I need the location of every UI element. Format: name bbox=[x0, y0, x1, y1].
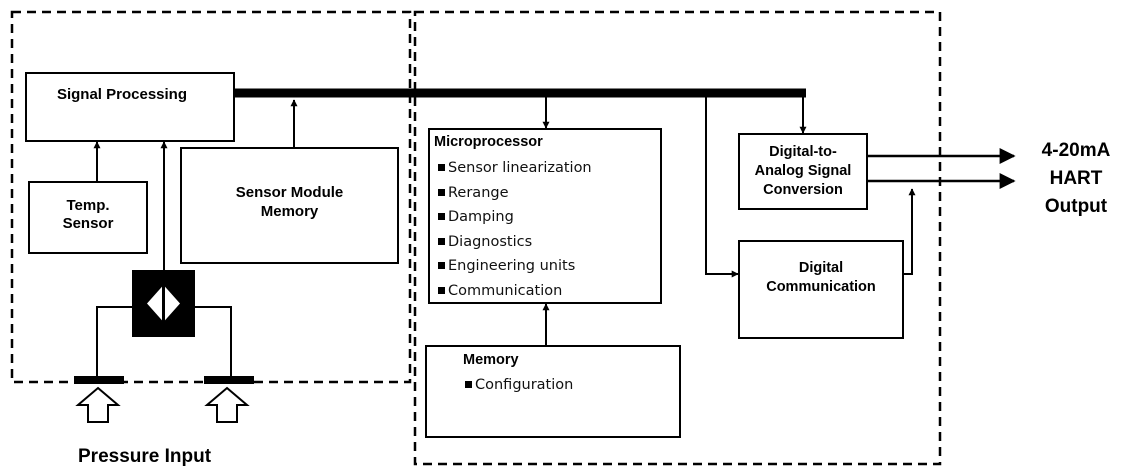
bullet-icon bbox=[438, 286, 445, 294]
signal-processing-block: Signal Processing bbox=[25, 72, 235, 142]
pressure-input-label: Pressure Input bbox=[78, 446, 212, 467]
bullet-icon bbox=[465, 381, 472, 388]
temp-sensor-label-line2: Sensor bbox=[62, 215, 114, 232]
dac-label-line2: Analog Signal bbox=[754, 163, 852, 179]
digital-communication-label-line1: Digital bbox=[798, 260, 844, 276]
digital-communication-label: Digital Communication bbox=[740, 259, 902, 297]
output-label-line1: 4-20mA bbox=[1041, 140, 1111, 161]
pressure-inlet-left-icon bbox=[75, 386, 121, 423]
list-item: Damping bbox=[438, 205, 592, 230]
list-item: Diagnostics bbox=[438, 230, 592, 255]
list-item-label: Configuration bbox=[475, 377, 574, 393]
dac-label: Digital-to- Analog Signal Conversion bbox=[740, 143, 866, 200]
output-label: 4-20mA HART Output bbox=[1024, 137, 1128, 221]
list-item-label: Sensor linearization bbox=[448, 160, 592, 176]
list-item-label: Diagnostics bbox=[448, 233, 533, 250]
output-label-line2: HART bbox=[1049, 168, 1103, 189]
list-item: Rerange bbox=[438, 181, 592, 206]
signal-processing-label: Signal Processing bbox=[56, 86, 188, 103]
temp-sensor-label: Temp. Sensor bbox=[30, 197, 146, 233]
list-item-label: Engineering units bbox=[448, 258, 576, 275]
bullet-icon bbox=[438, 237, 445, 245]
output-label-line3: Output bbox=[1044, 196, 1108, 217]
pressure-sensor-element bbox=[74, 270, 254, 384]
bullet-icon bbox=[438, 164, 445, 171]
list-item: Communication bbox=[438, 279, 592, 304]
list-item: Engineering units bbox=[438, 254, 592, 279]
list-item: Configuration bbox=[465, 373, 573, 398]
microprocessor-title: Microprocessor bbox=[434, 134, 543, 150]
list-item-label: Damping bbox=[448, 209, 514, 226]
sensor-module-memory-label: Sensor Module Memory bbox=[182, 183, 397, 221]
temp-sensor-block: Temp. Sensor bbox=[28, 181, 148, 254]
dac-label-line3: Conversion bbox=[763, 182, 843, 198]
microprocessor-block: Microprocessor Sensor linearization Rera… bbox=[428, 128, 662, 304]
digital-communication-label-line2: Communication bbox=[766, 279, 876, 295]
dac-label-line1: Digital-to- bbox=[769, 144, 837, 160]
bullet-icon bbox=[438, 262, 445, 270]
bullet-icon bbox=[438, 213, 445, 221]
memory-feature-list: Configuration bbox=[465, 373, 573, 398]
temp-sensor-label-line1: Temp. bbox=[66, 197, 110, 214]
electronics-module-boundary bbox=[413, 10, 942, 466]
microprocessor-feature-list: Sensor linearization Rerange Damping Dia… bbox=[438, 156, 592, 304]
pressure-inlet-right-icon bbox=[204, 386, 250, 423]
digital-comm-to-dac-arrow bbox=[904, 188, 916, 275]
sensor-module-memory-label-line1: Sensor Module bbox=[235, 184, 344, 201]
list-item: Sensor linearization bbox=[438, 156, 592, 181]
bullet-icon bbox=[438, 188, 445, 196]
digital-communication-block: Digital Communication bbox=[738, 240, 904, 339]
bus-to-digital-comm-arrow bbox=[705, 97, 739, 278]
sensor-module-memory-label-line2: Memory bbox=[260, 203, 319, 220]
memory-block: Memory Configuration bbox=[425, 345, 681, 438]
dac-block: Digital-to- Analog Signal Conversion bbox=[738, 133, 868, 210]
list-item-label: Communication bbox=[448, 282, 563, 299]
list-item-label: Rerange bbox=[448, 184, 509, 201]
sensor-module-memory-block: Sensor Module Memory bbox=[180, 147, 399, 264]
memory-title: Memory bbox=[463, 352, 519, 368]
